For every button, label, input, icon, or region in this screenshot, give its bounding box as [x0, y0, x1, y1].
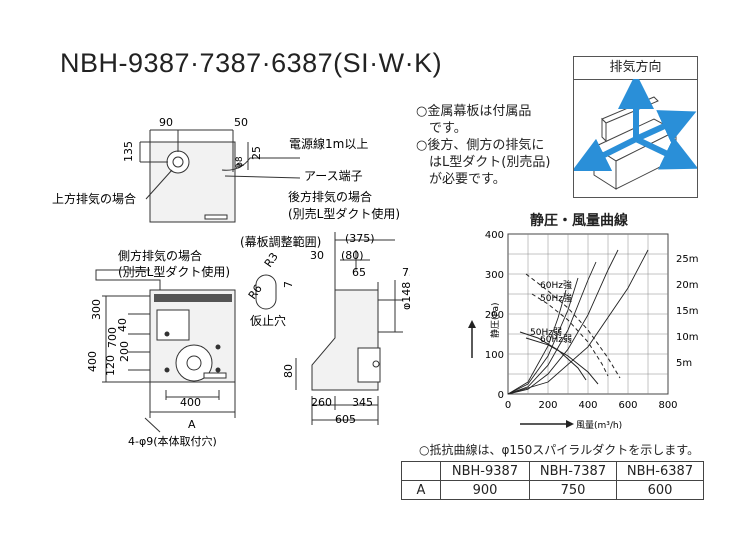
dim-A: A [188, 418, 196, 431]
dim-80-paren: (80) [341, 249, 364, 262]
table-cell: 600 [616, 480, 704, 500]
curve-label: 60Hz強 [540, 279, 572, 291]
x-axis-label: 風量(m³/h) [576, 420, 622, 431]
dim-135: 135 [122, 141, 135, 162]
duct-length-label: 25m [676, 254, 698, 265]
chart-ticks: 0 200 400 600 800 0 100 200 300 400 [485, 230, 678, 411]
mount-holes-label: 4-φ9(本体取付穴) [128, 434, 217, 448]
page-title: NBH-9387·7387·6387(SI·W·K) [60, 48, 443, 78]
dim-605: 605 [335, 413, 356, 426]
note-line: ○後方、側方の排気に [416, 138, 545, 153]
side-exhaust-label: 側方排気の場合 [118, 248, 202, 263]
dim-700: 700 [106, 327, 119, 348]
top-exhaust-label: 上方排気の場合 [52, 191, 136, 206]
dim-300: 300 [90, 299, 103, 320]
y-tick-label: 0 [498, 390, 504, 401]
exhaust-direction-title: 排気方向 [574, 57, 697, 80]
side-view [295, 232, 403, 425]
series-line [531, 293, 609, 377]
y-tick-label: 400 [485, 230, 504, 241]
y-tick-label: 300 [485, 270, 504, 281]
series-line [507, 249, 619, 395]
y-tick-label: 200 [485, 310, 504, 321]
table-cell: 750 [529, 480, 617, 500]
note-line: が必要です。 [429, 172, 506, 187]
duct-length-label: 10m [676, 332, 698, 343]
power-cord-label: 電源線1m以上 [289, 136, 368, 151]
dim-r6: R6 [246, 282, 265, 301]
y-tick-label: 100 [485, 350, 504, 361]
dim-30: 30 [310, 249, 324, 262]
dimension-drawings: 90 50 135 25 φ8 電源線1m以上 アース端子 上方排気の場合 後方… [52, 116, 410, 448]
graph-title: 静圧・風量曲線 [530, 213, 628, 229]
dim-50: 50 [234, 116, 248, 129]
note-line: はL型ダクト(別売品) [429, 155, 551, 170]
curve-label: 60Hz弱 [540, 334, 572, 345]
dim-260: 260 [311, 396, 332, 409]
dim-7: 7 [282, 281, 295, 288]
temporary-hole-label: 仮止穴 [250, 313, 286, 328]
curtain-range-label: (幕板調整範囲) [240, 234, 321, 249]
table-header: NBH-7387 [529, 461, 617, 481]
dim-phi8: φ8 [235, 156, 245, 168]
dim-400-vertical: 400 [86, 351, 99, 372]
dim-r3: R3 [262, 250, 281, 269]
duct-length-label: 5m [676, 358, 692, 369]
dim-400-horizontal: 400 [180, 396, 201, 409]
dim-75: 75 [402, 266, 410, 279]
duct-length-label: 15m [676, 306, 698, 317]
dim-80: 80 [282, 364, 295, 378]
right-arrow-icon [634, 136, 697, 170]
table-header: NBH-9387 [440, 461, 530, 481]
dim-phi148: φ148 [400, 282, 410, 310]
rear-exhaust-label-2: (別売L型ダクト使用) [288, 206, 400, 221]
series-line [525, 273, 621, 379]
exhaust-direction-panel: 排気方向 [573, 56, 698, 198]
dim-25: 25 [250, 146, 263, 160]
notes-block: ○金属幕板は付属品 です。 ○後方、側方の排気に はL型ダクト(別売品) が必要… [416, 103, 576, 188]
x-tick-label: 0 [505, 400, 511, 411]
earth-terminal-label: アース端子 [304, 169, 363, 183]
side-exhaust-label-2: (別売L型ダクト使用) [118, 264, 230, 279]
y-axis-label: 静圧(Pa) [489, 302, 501, 338]
dim-200: 200 [118, 341, 131, 362]
dimension-table: NBH-9387 NBH-7387 NBH-6387 A 900 750 600 [401, 461, 704, 500]
dim-65: 65 [352, 266, 366, 279]
dim-375: (375) [345, 232, 375, 245]
y-axis-arrowhead-icon [468, 320, 476, 328]
table-header: NBH-6387 [616, 461, 704, 481]
dim-345: 345 [352, 396, 373, 409]
x-axis-arrowhead-icon [566, 420, 574, 428]
series-line [507, 261, 597, 395]
dim-40: 40 [116, 318, 129, 332]
rear-exhaust-label: 後方排気の場合 [288, 189, 372, 204]
rear-arrow-icon [634, 110, 697, 143]
exhaust-direction-illustration [574, 79, 697, 190]
series-line [525, 337, 599, 385]
dim-120: 120 [104, 355, 117, 376]
x-tick-label: 600 [618, 400, 637, 411]
series-line [507, 249, 649, 395]
x-tick-label: 400 [578, 400, 597, 411]
duct-length-label: 20m [676, 280, 698, 291]
dim-90: 90 [159, 116, 173, 129]
table-cell: 900 [440, 480, 530, 500]
left-arrow-icon [574, 136, 638, 172]
table-header-blank [401, 461, 441, 481]
top-view [139, 129, 301, 223]
resistance-note: ○抵抗曲線は、φ150スパイラルダクトを示します。 [419, 443, 700, 457]
x-tick-label: 200 [538, 400, 557, 411]
series-line [507, 289, 567, 395]
note-line: ○金属幕板は付属品 [416, 104, 532, 119]
curve-label: 50Hz強 [540, 292, 572, 304]
curve-label: 50Hz弱 [530, 327, 562, 338]
front-view [102, 289, 236, 433]
x-tick-label: 800 [658, 400, 677, 411]
series-line [507, 277, 579, 395]
table-row-label: A [401, 480, 441, 500]
note-line: です。 [429, 121, 467, 136]
